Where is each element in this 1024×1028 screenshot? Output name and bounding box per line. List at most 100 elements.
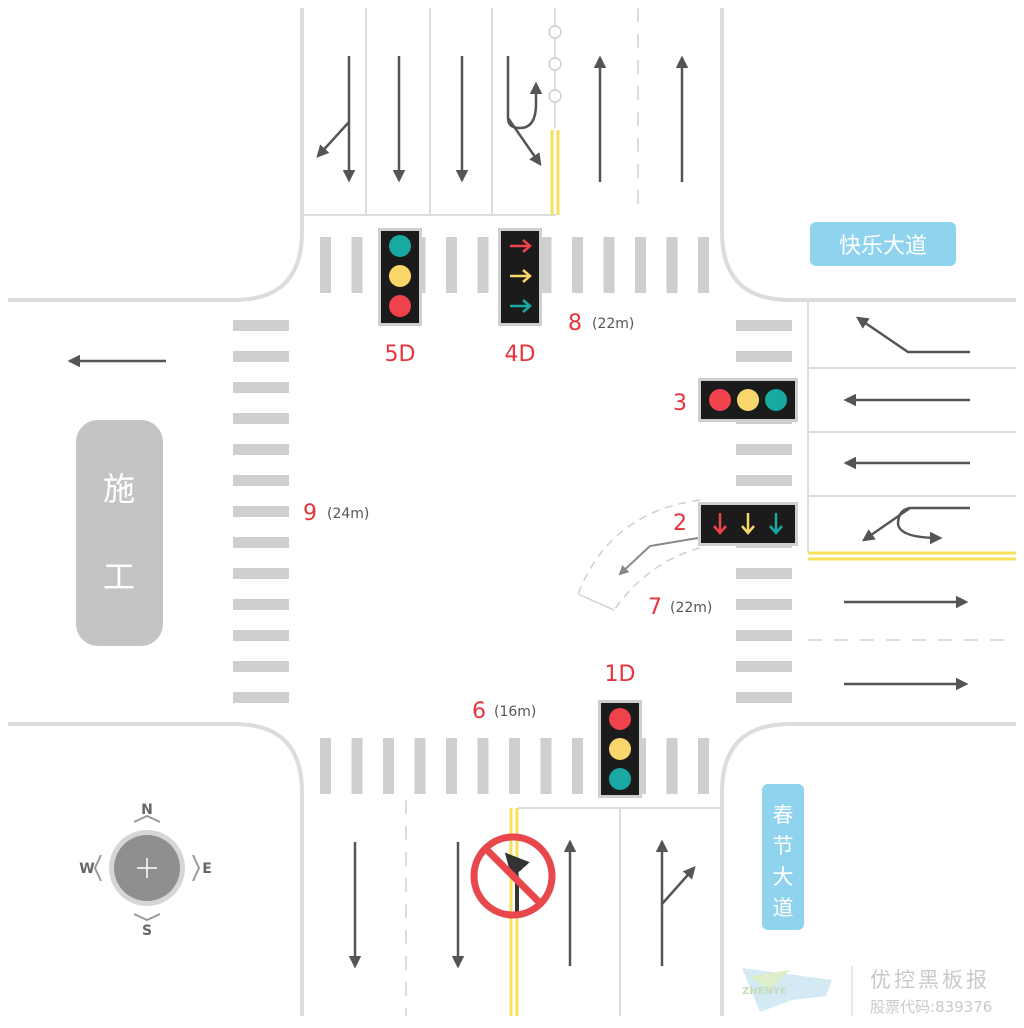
east-median — [808, 551, 1016, 561]
signal-3-label: 3 — [673, 391, 687, 416]
crosswalk-stripe — [320, 237, 331, 293]
crosswalk-stripe — [233, 692, 289, 703]
svg-text:春: 春 — [773, 803, 794, 827]
crosswalk-stripe — [736, 444, 792, 455]
watermark-logo-icon — [742, 968, 832, 1012]
road-name-south: 春 节 大 道 — [762, 784, 804, 930]
crosswalk-stripe — [698, 237, 709, 293]
crosswalk-stripe — [233, 537, 289, 548]
crosswalk-stripe — [603, 237, 615, 293]
construction-char-2: 工 — [103, 558, 135, 596]
crosswalk-stripe — [233, 351, 289, 362]
svg-text:道: 道 — [773, 896, 794, 920]
crosswalk-stripe — [233, 382, 289, 393]
crosswalk-stripe — [666, 738, 678, 794]
signal-5d — [378, 228, 422, 326]
watermark: ZHENYE 优控黑板报 股票代码:839376 — [742, 966, 992, 1016]
crosswalk-west-id: 9 — [303, 501, 317, 526]
signal-2-yellow-arrow — [741, 513, 755, 535]
signal-3 — [698, 378, 798, 422]
watermark-brand: 优控黑板报 — [870, 968, 990, 992]
curbs — [8, 8, 1016, 1016]
north-lanes — [302, 8, 639, 216]
crosswalk-south-id: 6 — [472, 699, 486, 724]
curb-southwest — [8, 722, 304, 1016]
construction-char-1: 施 — [103, 470, 135, 508]
crosswalk-west — [233, 320, 289, 703]
signal-2-red-arrow — [713, 513, 727, 535]
crosswalk-stripe — [351, 738, 363, 794]
crosswalk-stripe — [736, 692, 792, 703]
signal-5d-yellow-lamp — [389, 265, 411, 287]
signal-1d-yellow-lamp — [609, 738, 631, 760]
crosswalk-stripe — [320, 738, 331, 794]
east-lanes — [807, 300, 1016, 641]
crosswalk-east-length: (22m) — [670, 600, 712, 616]
right-turn-guide — [577, 499, 701, 611]
curb-northwest — [8, 8, 304, 302]
crosswalk-stripe — [477, 738, 489, 794]
crosswalk-stripe — [414, 738, 426, 794]
crosswalk-stripe — [446, 237, 457, 293]
signal-4d-label: 4D — [505, 342, 536, 367]
crosswalk-south — [320, 738, 709, 794]
crosswalk-stripe — [383, 738, 394, 794]
crosswalk-stripe — [233, 444, 289, 455]
signal-4d-yellow-arrow — [510, 269, 532, 283]
crosswalk-stripe — [233, 661, 289, 672]
curb-southeast — [720, 722, 1016, 1016]
crosswalk-north-id: 8 — [568, 311, 582, 336]
east-lane-arrows — [843, 316, 970, 691]
south-lanes — [405, 800, 722, 1016]
signal-2-green-arrow — [769, 513, 783, 535]
signal-2 — [698, 502, 798, 546]
south-lane-arrows — [348, 839, 696, 969]
signal-3-yellow-lamp — [737, 389, 759, 411]
road-name-east-text: 快乐大道 — [839, 234, 927, 259]
crosswalk-stripe — [572, 738, 583, 794]
crosswalk-stripe — [736, 568, 792, 579]
no-left-turn-sign — [470, 833, 556, 919]
crosswalk-stripe — [477, 237, 489, 293]
signal-4d — [498, 228, 542, 326]
watermark-logo-text: ZHENYE — [742, 986, 787, 997]
signal-3-red-lamp — [709, 389, 731, 411]
arrow-left-uturn — [506, 56, 543, 130]
crosswalk-stripe — [666, 237, 678, 293]
signal-1d-red-lamp — [609, 708, 631, 730]
crosswalk-stripe — [540, 237, 552, 293]
crosswalk-stripe — [736, 661, 792, 672]
crosswalk-stripe — [736, 320, 792, 331]
crosswalk-stripe — [233, 630, 289, 641]
crosswalk-north-length: (22m) — [592, 316, 634, 332]
north-median — [548, 8, 562, 215]
compass-w: W — [79, 861, 94, 877]
crosswalk-stripe — [736, 599, 792, 610]
crosswalk-stripe — [509, 738, 520, 794]
crosswalk-stripe — [446, 738, 457, 794]
crosswalk-stripe — [698, 738, 709, 794]
signal-5d-red-lamp — [389, 295, 411, 317]
crosswalk-west-length: (24m) — [327, 506, 369, 522]
signal-1d-green-lamp — [609, 768, 631, 790]
curb-northeast — [720, 8, 1016, 302]
crosswalk-stripe — [351, 237, 363, 293]
crosswalk-stripe — [233, 413, 289, 424]
crosswalk-stripe — [572, 237, 583, 293]
crosswalk-stripe — [233, 320, 289, 331]
signal-4d-green-arrow — [510, 299, 532, 313]
signal-5d-label: 5D — [385, 342, 416, 367]
crosswalk-stripe — [233, 568, 289, 579]
compass-e: E — [202, 861, 212, 877]
construction-zone — [76, 420, 163, 646]
crosswalk-stripe — [233, 506, 289, 517]
signal-2-label: 2 — [673, 511, 687, 536]
crosswalk-stripe — [736, 630, 792, 641]
signal-5d-green-lamp — [389, 235, 411, 257]
crosswalk-stripe — [635, 237, 646, 293]
crosswalk-stripe — [233, 599, 289, 610]
crosswalk-stripe — [233, 475, 289, 486]
watermark-stock: 股票代码:839376 — [870, 998, 992, 1016]
